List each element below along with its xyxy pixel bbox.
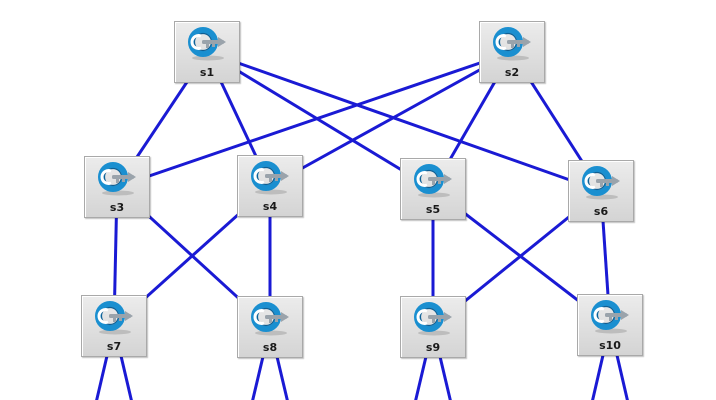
node-label: s8 bbox=[262, 341, 278, 354]
switch-icon bbox=[251, 161, 291, 195]
switch-node-s1[interactable]: s1 bbox=[174, 21, 240, 83]
switch-icon bbox=[188, 27, 228, 61]
switch-icon bbox=[98, 162, 138, 196]
node-label: s9 bbox=[425, 341, 441, 354]
switch-icon bbox=[95, 301, 135, 335]
link-s2-s4 bbox=[269, 50, 513, 188]
link-s2-s3 bbox=[116, 50, 513, 189]
switch-node-s6[interactable]: s6 bbox=[568, 160, 634, 222]
node-label: s5 bbox=[425, 203, 441, 216]
node-label: s10 bbox=[599, 339, 621, 352]
node-label: s2 bbox=[504, 66, 520, 79]
node-label: s7 bbox=[106, 340, 122, 353]
switch-node-s3[interactable]: s3 bbox=[84, 156, 150, 218]
switch-node-s10[interactable]: s10 bbox=[577, 294, 643, 356]
link-s1-s5 bbox=[206, 50, 434, 191]
node-label: s6 bbox=[593, 205, 609, 218]
node-label: s4 bbox=[262, 200, 278, 213]
switch-icon bbox=[414, 302, 454, 336]
node-label: s1 bbox=[199, 66, 215, 79]
switch-icon bbox=[251, 302, 291, 336]
link-s1-s6 bbox=[206, 50, 602, 193]
switch-icon bbox=[493, 27, 533, 61]
switch-node-s9[interactable]: s9 bbox=[400, 296, 466, 358]
switch-node-s8[interactable]: s8 bbox=[237, 296, 303, 358]
node-label: s3 bbox=[109, 201, 125, 214]
switch-icon bbox=[582, 166, 622, 200]
switch-node-s5[interactable]: s5 bbox=[400, 158, 466, 220]
switch-node-s2[interactable]: s2 bbox=[479, 21, 545, 83]
switch-node-s4[interactable]: s4 bbox=[237, 155, 303, 217]
switch-icon bbox=[414, 164, 454, 198]
switch-icon bbox=[591, 300, 631, 334]
switch-node-s7[interactable]: s7 bbox=[81, 295, 147, 357]
